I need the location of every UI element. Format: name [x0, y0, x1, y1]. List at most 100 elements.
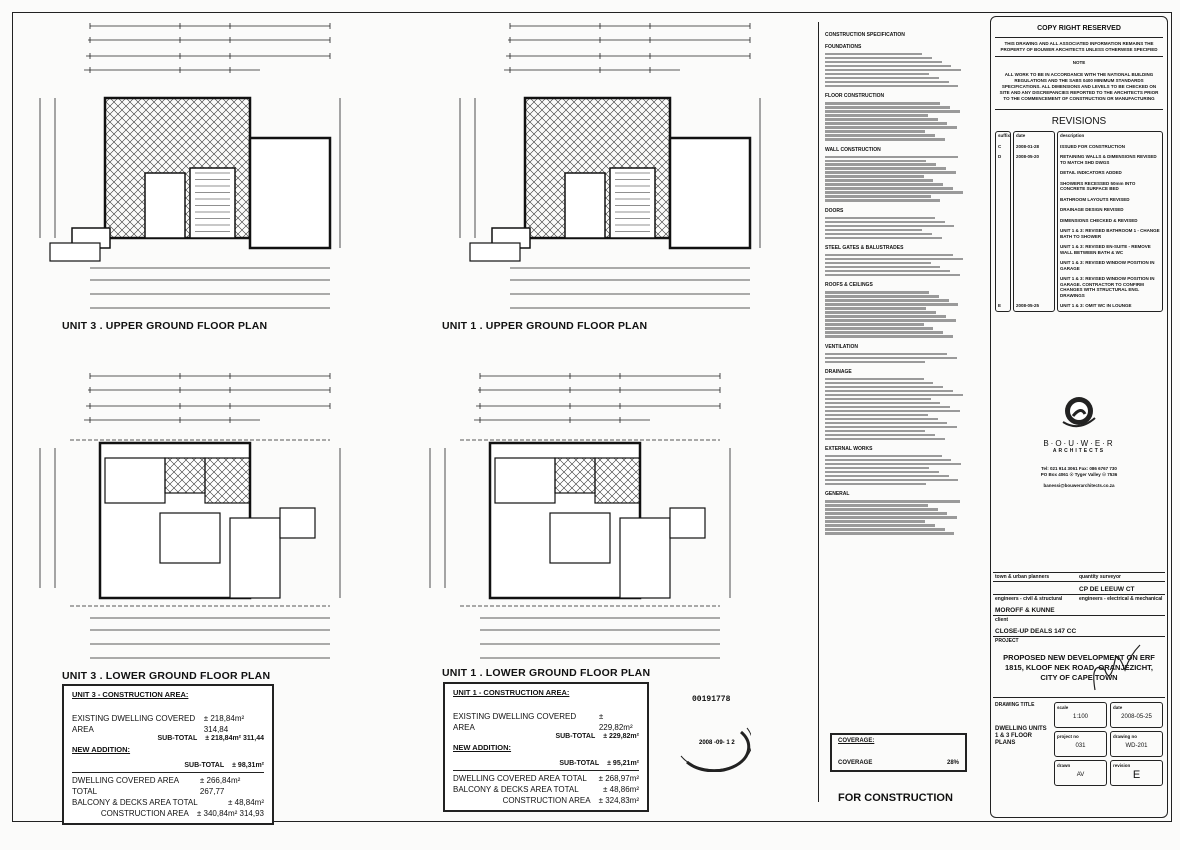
- column-header: description: [1060, 133, 1085, 138]
- revision-description: BATHROOM LAYOUTS REVISED: [1060, 196, 1130, 202]
- spec-text-line: [825, 327, 934, 330]
- firm-subtitle: ARCHITECTS: [1052, 448, 1106, 454]
- column-frame: [1057, 131, 1163, 312]
- spec-text-line: [825, 299, 949, 302]
- spec-section-heading: GENERAL: [825, 491, 850, 498]
- contact-phone: Tel: 021 914 3061 Fax: 086 6767 730: [1041, 466, 1117, 471]
- revision-date: [1013, 179, 1055, 195]
- spec-section-heading: WALL CONSTRUCTION: [825, 146, 881, 153]
- unit3-upper-plan: [30, 18, 360, 318]
- garage: [668, 136, 752, 250]
- label: SUB-TOTAL: [559, 760, 600, 767]
- spec-text-line: [825, 319, 956, 322]
- spec-text-line: [825, 401, 941, 405]
- table-title: UNIT 3 - CONSTRUCTION AREA:: [72, 690, 189, 699]
- column-frame: [995, 131, 1011, 312]
- unit1-upper-plan: [450, 18, 780, 318]
- revision-suffix: [995, 205, 1011, 216]
- deck-note: [279, 507, 316, 539]
- label: scale: [1057, 705, 1069, 710]
- signature: [1093, 644, 1141, 691]
- table-title: COVERAGE:: [838, 738, 875, 744]
- date: 2008-05-25: [1121, 714, 1152, 720]
- revision-suffix: [995, 242, 1011, 258]
- revision-suffix: [995, 216, 1011, 227]
- spec-text-line: [825, 500, 960, 503]
- revision-date: [1013, 226, 1055, 242]
- spec-text-line: [825, 437, 945, 441]
- note-title: NOTE: [995, 56, 1163, 69]
- spec-text-line: [825, 393, 963, 397]
- column-frame: [1013, 131, 1055, 312]
- spec-text-line: [825, 155, 959, 158]
- value: ± 48,84m²: [228, 798, 264, 807]
- spec-text-line: [825, 413, 928, 417]
- spec-text-line: [825, 508, 938, 511]
- plan-title: UNIT 1 . LOWER GROUND FLOOR PLAN: [442, 667, 651, 679]
- spec-text-line: [825, 266, 941, 269]
- spec-text-line: [825, 138, 945, 141]
- spec-text-line: [825, 134, 935, 137]
- revision-date: 2008-01-28: [1016, 143, 1040, 149]
- revision-date: [1013, 195, 1055, 206]
- spec-text-line: [825, 303, 959, 306]
- spec-text-line: [825, 385, 944, 389]
- spec-text-line: [825, 228, 923, 232]
- serial-number: 00191778: [692, 695, 731, 704]
- spec-text-line: [825, 269, 951, 273]
- spec-text-line: [825, 216, 935, 220]
- label: CONSTRUCTION AREA: [502, 796, 591, 805]
- spec-text-line: [825, 323, 924, 326]
- spec-text-line: [825, 479, 959, 482]
- spec-text-line: [825, 291, 930, 294]
- label: NEW ADDITION:: [453, 743, 512, 752]
- revision-description: DRAINAGE DESIGN REVISED: [1060, 207, 1124, 212]
- revision-date: [1013, 168, 1055, 179]
- revision-suffix: [995, 258, 1011, 274]
- spec-text-line: [825, 425, 958, 429]
- value: ± 218,84m² 314,84: [203, 714, 245, 734]
- spec-text-line: [825, 68, 962, 72]
- spec-text-line: [825, 76, 939, 80]
- value: 28%: [946, 760, 959, 766]
- revision-description: UNIT 1 & 3: OMIT WC IN LOUNGE: [1060, 303, 1132, 308]
- label: project no: [1057, 734, 1079, 739]
- label: revision: [1113, 763, 1131, 768]
- revision-description: UNIT 1 & 3: REVISED WINDOW POSITION IN G…: [1060, 260, 1155, 271]
- spec-section-heading: DRAINAGE: [825, 368, 852, 375]
- label: SUB-TOTAL: [555, 733, 596, 740]
- garage: [248, 136, 332, 250]
- main-bedroom: [494, 457, 556, 504]
- value: ± 268,97m²: [598, 774, 639, 783]
- spec-text-line: [825, 183, 944, 186]
- bouwer-emblem-icon: [1062, 397, 1096, 428]
- label: PROJECT: [995, 638, 1019, 644]
- spec-section-heading: FLOOR CONSTRUCTION: [825, 93, 885, 100]
- revision-date: [1013, 205, 1055, 216]
- spec-text-line: [825, 122, 948, 125]
- label: CONSTRUCTION AREA: [100, 809, 189, 818]
- quantity-surveyor: CP DE LEEUW CT: [1079, 586, 1135, 593]
- spec-text-line: [825, 377, 924, 381]
- spec-text-line: [825, 352, 948, 355]
- revision: E: [1132, 769, 1141, 781]
- spec-text-line: [825, 167, 946, 170]
- spec-text-line: [825, 467, 930, 470]
- label: quantity surveyor: [1079, 574, 1121, 580]
- spec-text-line: [825, 56, 933, 60]
- drawn-by: AV: [1076, 772, 1085, 778]
- scale: 1:100: [1072, 714, 1088, 720]
- spec-section-heading: STEEL GATES & BALUSTRADES: [825, 245, 904, 252]
- spec-section-heading: EXTERNAL WORKS: [825, 446, 873, 453]
- spec-text-line: [825, 405, 951, 409]
- revision-suffix: [995, 168, 1011, 179]
- spec-text-line: [825, 72, 930, 76]
- spec-text-line: [825, 311, 937, 314]
- spec-text-line: [825, 512, 948, 515]
- revisions-heading: REVISIONS: [995, 109, 1163, 131]
- label: EXISTING DWELLING COVERED AREA: [72, 714, 196, 734]
- bathroom: [594, 457, 641, 504]
- label: BALCONY & DECKS AREA TOTAL: [72, 798, 198, 807]
